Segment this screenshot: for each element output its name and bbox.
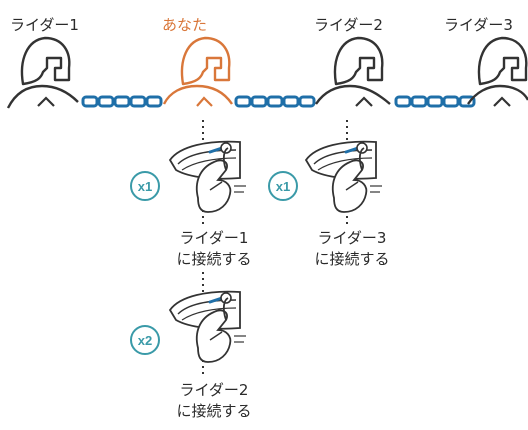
svg-text:x1: x1: [276, 179, 290, 194]
device-press-icon: [304, 140, 384, 214]
you-figure: [162, 36, 233, 107]
press-count-badge: x1: [268, 171, 298, 201]
rider-3-label: ライダー3: [444, 16, 513, 34]
chain-link-2: [234, 95, 316, 108]
rider-2-figure: [315, 36, 391, 107]
svg-text:x2: x2: [138, 333, 152, 348]
helmet-icon: [477, 36, 528, 86]
rider-3-figure: [467, 36, 528, 107]
rider-2-label: ライダー2: [314, 16, 383, 34]
helmet-icon: [20, 36, 71, 86]
step-caption: ライダー1 に接続する: [176, 229, 252, 268]
device-press-icon: [168, 290, 248, 364]
helmet-icon: [333, 36, 384, 86]
chain-link-1: [81, 95, 163, 108]
rider-1-figure: [6, 36, 79, 109]
device-press-icon: [168, 140, 248, 214]
chain-link-3: [394, 95, 476, 108]
helmet-icon-you: [180, 36, 231, 86]
step-caption: ライダー3 に接続する: [314, 229, 390, 268]
step-caption: ライダー2 に接続する: [176, 381, 252, 420]
svg-text:x1: x1: [138, 179, 152, 194]
you-label: あなた: [162, 16, 208, 34]
press-count-badge: x2: [130, 325, 160, 355]
press-count-badge: x1: [130, 171, 160, 201]
rider-1-label: ライダー1: [10, 16, 79, 34]
